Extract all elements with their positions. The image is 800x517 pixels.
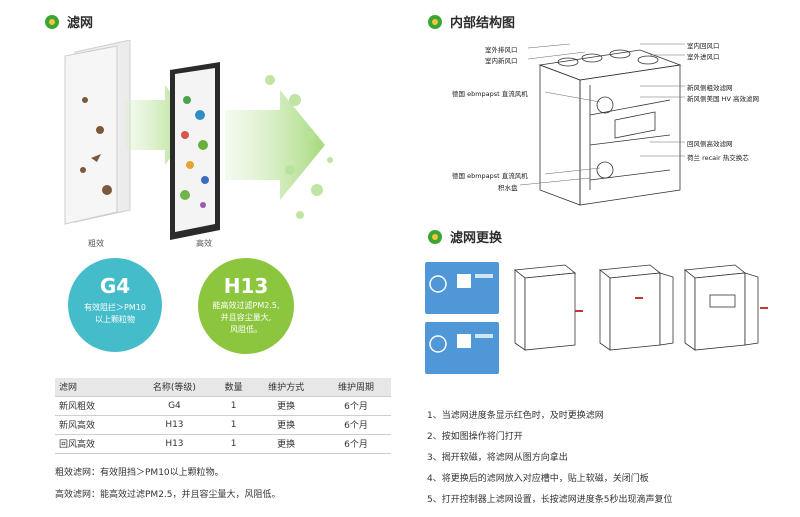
h13-desc-1: 能高效过滤PM2.5, [212,301,280,310]
table-cell: 1 [216,396,252,416]
g4-grade: G4 [99,274,131,298]
table-cell: 6个月 [321,415,391,435]
col-header: 维护方式 [251,378,322,397]
coarse-note: 粗效滤网：有效阻挡＞PM10以上颗粒物。 [55,468,224,478]
bullet-icon [428,14,442,29]
col-header: 维护周期 [321,378,391,397]
table-cell: 新风粗效 [55,396,133,416]
col-header: 滤网 [55,378,133,397]
h13-grade: H13 [223,274,269,298]
label-fan-upper: 德国 ebmpapst 直流风机 [452,90,528,98]
bullet-icon [428,229,442,244]
filter-section-title: 滤网 [45,12,93,31]
label-hv-hepa-filter: 新风侧美国 HV 高效滤网 [687,95,759,103]
label-drip-tray: 积水盘 [498,184,518,192]
table-header-row: 滤网 名称(等级) 数量 维护方式 维护周期 [55,378,391,397]
step-5: 5、打开控制器上滤网设置，长按滤网进度条5秒出现滴声复位 [427,495,673,505]
g4-desc-1: 有效阻拦＞PM10 [84,303,146,312]
label-return-hepa: 回风侧高效滤网 [687,140,733,148]
step-4: 4、将更换后的滤网放入对应槽中，贴上软磁，关闭门板 [427,474,649,484]
leader-lines [519,43,685,186]
table-cell: 1 [216,434,252,454]
label-exhaust-outlet: 室外排风口 [485,46,518,54]
unit-structure-diagram [538,49,682,206]
filter-spec-table: 滤网 名称(等级) 数量 维护方式 维护周期 新风粗效 G4 1 更换 6个月 … [55,378,391,454]
replace-section-title: 滤网更换 [428,227,502,246]
table-cell: H13 [132,415,217,435]
table-cell: 更换 [251,415,322,435]
label-heat-exchanger: 荷兰 recair 热交换芯 [687,154,749,162]
label-outdoor-inlet: 室外进风口 [687,53,720,61]
filter-illustration [64,40,333,240]
table-cell: 6个月 [321,396,391,416]
h13-desc-2: 并且容尘量大, [220,313,272,322]
table-cell: 更换 [251,434,322,454]
table-cell: 更换 [251,396,322,416]
table-cell: G4 [132,396,217,416]
h13-desc-3: 风阻低。 [230,325,262,334]
step-1: 1、当滤网进度条显示红色时，及时更换滤网 [427,411,604,421]
table-row: 回风高效 H13 1 更换 6个月 [55,434,391,454]
col-header: 名称(等级) [132,378,217,397]
step-2: 2、按如图操作将门打开 [427,432,523,442]
table-cell: 回风高效 [55,434,133,454]
table-cell: 6个月 [321,434,391,454]
label-coarse-filter: 新风侧粗效滤网 [687,84,733,92]
label-fan-lower: 德国 ebmpapst 直流风机 [452,172,528,180]
hepa-caption: 高效 [196,239,212,248]
step-3: 3、揭开软磁，将滤网从图方向拿出 [427,453,568,463]
table-cell: H13 [132,434,217,454]
controller-screens [425,262,499,374]
hepa-note: 高效滤网：能高效过滤PM2.5，并且容尘量大，风阻低。 [55,490,281,500]
coarse-caption: 粗效 [88,239,104,248]
table-cell: 新风高效 [55,415,133,435]
label-return-inlet: 室内回风口 [687,42,720,50]
table-cell: 1 [216,415,252,435]
g4-desc-2: 以上颗粒物 [95,315,135,324]
label-indoor-fresh-outlet: 室内新风口 [485,57,518,65]
bullet-icon [45,14,59,29]
h13-badge: H13 能高效过滤PM2.5, 并且容尘量大, 风阻低。 [198,258,294,354]
table-row: 新风粗效 G4 1 更换 6个月 [55,396,391,416]
replacement-steps-illustration [513,264,768,351]
table-row: 新风高效 H13 1 更换 6个月 [55,415,391,435]
structure-section-title: 内部结构图 [428,12,515,31]
g4-badge: G4 有效阻拦＞PM10 以上颗粒物 [68,258,162,352]
col-header: 数量 [216,378,252,397]
